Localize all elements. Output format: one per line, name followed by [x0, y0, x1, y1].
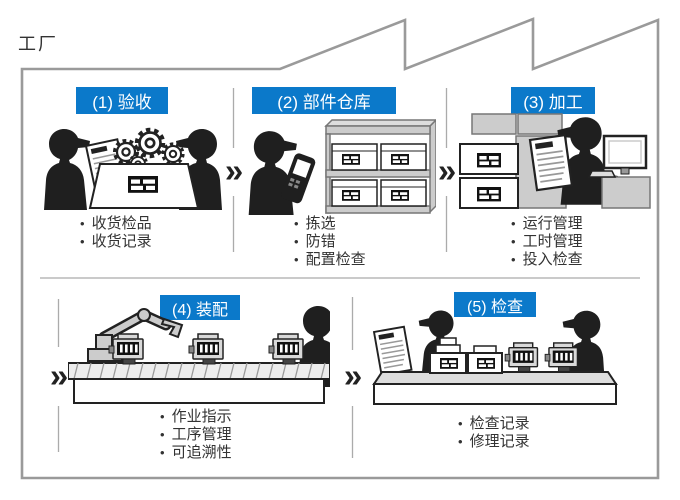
- step-1-illustration: [44, 112, 222, 210]
- packed-box-icon: [429, 337, 467, 374]
- section-dividers: [40, 88, 640, 458]
- list-item: •收货检品: [80, 215, 152, 232]
- inspection-table-icon: [372, 371, 618, 405]
- list-item: •工时管理: [511, 233, 583, 250]
- step-4-illustration: [68, 306, 330, 404]
- factory-outline-shape: [20, 17, 660, 480]
- list-item: •运行管理: [511, 215, 583, 232]
- flow-arrow-3-4: »: [49, 357, 69, 394]
- parts-shelf-icon: [324, 118, 436, 214]
- parts-box-icon: [380, 143, 427, 171]
- list-item: •检查记录: [458, 415, 530, 432]
- product-unit-icon: [188, 333, 224, 365]
- step-1-title: (1) 验收: [76, 87, 168, 114]
- product-unit-icon: [504, 342, 539, 373]
- step-4-title: (4) 装配: [160, 295, 240, 320]
- flow-arrow-4-5: »: [343, 357, 363, 394]
- step-5-illustration: [372, 310, 618, 405]
- product-unit-icon: [544, 342, 579, 373]
- parts-box-icon: [331, 179, 378, 207]
- computer-monitor-icon: [587, 134, 651, 209]
- list-item: •收货记录: [80, 233, 152, 250]
- step-5-bullets: •检查记录 •修理记录: [458, 415, 530, 451]
- list-item: •投入检查: [511, 251, 583, 268]
- parts-tray-icon: [88, 163, 200, 209]
- step-2-title: (2) 部件仓库: [252, 87, 396, 114]
- box-label-icon: [477, 187, 501, 202]
- product-unit-icon: [268, 333, 304, 365]
- checklist-icon: [373, 325, 413, 376]
- flow-arrow-1-2: »: [224, 152, 244, 189]
- step-1-bullets: •收货检品 •收货记录: [80, 215, 152, 251]
- step-4-bullets: •作业指示 •工序管理 •可追溯性: [160, 408, 232, 462]
- list-item: •可追溯性: [160, 444, 232, 461]
- step-5-title: (5) 检查: [454, 292, 536, 317]
- box-label-icon: [128, 176, 158, 193]
- box-label-icon: [477, 153, 501, 168]
- box-label-icon: [477, 358, 495, 369]
- conveyor-belt-icon: [68, 362, 330, 404]
- list-item: •拣选: [294, 215, 336, 232]
- list-item: •防错: [294, 233, 336, 250]
- step-2-illustration: [248, 118, 436, 215]
- packed-box-icon: [467, 345, 503, 374]
- worker-icon: [44, 129, 90, 210]
- product-unit-icon: [108, 333, 144, 365]
- keyboard-icon: [587, 170, 617, 178]
- step-2-bullets: •拣选 •防错 •配置检查: [294, 215, 366, 269]
- parts-box-icon: [331, 143, 378, 171]
- step-3-illustration: [459, 113, 651, 209]
- step-3-bullets: •运行管理 •工时管理 •投入检查: [511, 215, 583, 269]
- step-3-title: (3) 加工: [511, 87, 595, 114]
- list-item: •工序管理: [160, 426, 232, 443]
- box-label-icon: [440, 358, 458, 369]
- list-item: •作业指示: [160, 408, 232, 425]
- parts-box-icon: [380, 179, 427, 207]
- flow-arrow-2-3: »: [437, 152, 457, 189]
- checklist-icon: [528, 134, 573, 192]
- list-item: •配置检查: [294, 251, 366, 268]
- factory-label: 工厂: [18, 34, 58, 54]
- list-item: •修理记录: [458, 433, 530, 450]
